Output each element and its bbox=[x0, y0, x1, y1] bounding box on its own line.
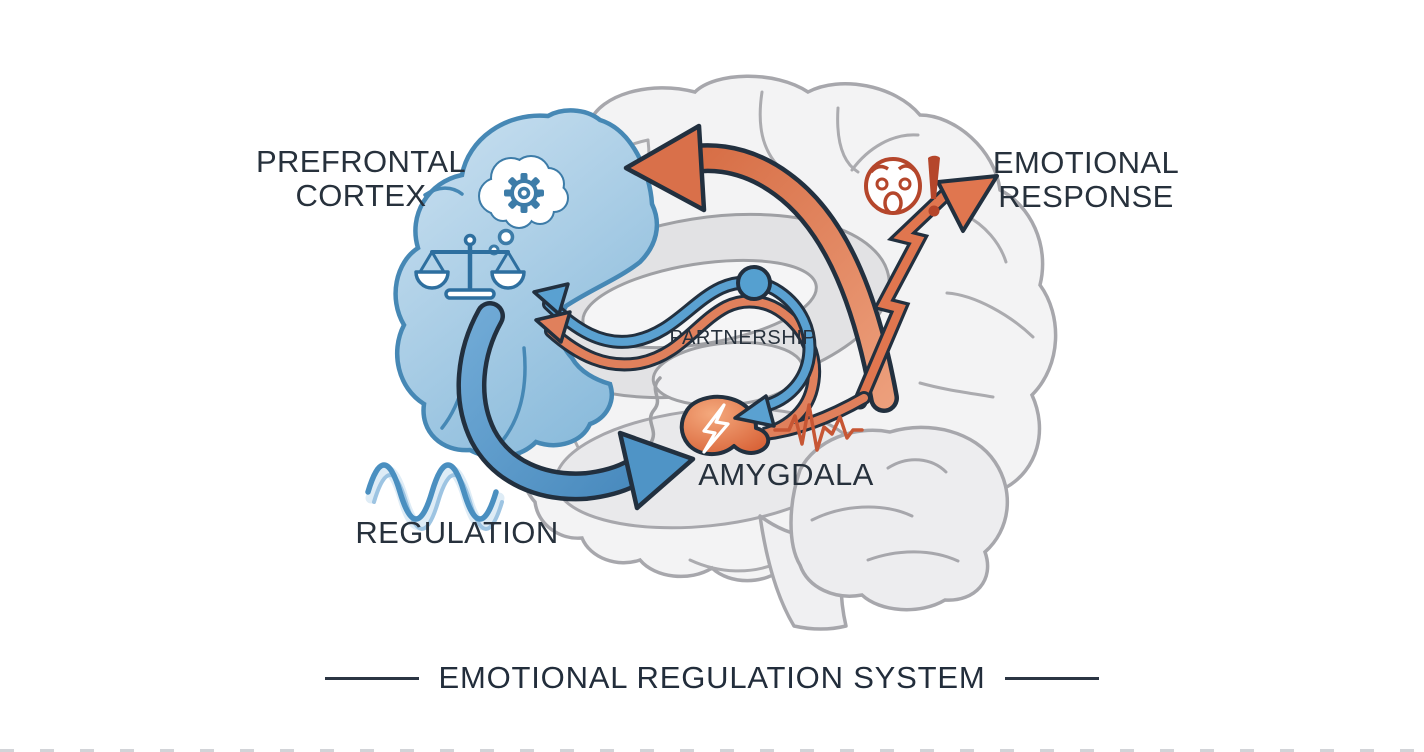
bottom-edge-dots bbox=[0, 749, 1424, 752]
label-partnership: PARTNERSHIP bbox=[669, 327, 817, 349]
label-emotional-line2: RESPONSE bbox=[998, 179, 1174, 214]
partnership-node bbox=[736, 265, 772, 301]
thought-bubble-gear-icon bbox=[478, 155, 569, 256]
zigzag-arrow-body bbox=[855, 191, 949, 407]
hypothalamus-squiggle bbox=[648, 376, 662, 446]
exclamation-icon bbox=[928, 155, 940, 217]
title-rule-right bbox=[1005, 676, 1100, 680]
label-emotional-line1: EMOTIONAL bbox=[992, 145, 1180, 180]
diagram-title-row: EMOTIONAL REGULATION SYSTEM bbox=[0, 660, 1424, 696]
zigzag-arrowhead bbox=[936, 174, 999, 233]
heartbeat-icon bbox=[773, 403, 864, 452]
label-emotional-response: EMOTIONAL RESPONSE bbox=[993, 146, 1179, 214]
lightning-bolt-icon bbox=[702, 403, 730, 454]
label-prefrontal-line1: PREFRONTAL bbox=[255, 144, 467, 179]
pathway-arrowhead-blue-left bbox=[532, 282, 570, 316]
label-prefrontal-line2: CORTEX bbox=[295, 178, 427, 213]
label-regulation: REGULATION bbox=[355, 515, 559, 550]
balance-scale-icon bbox=[414, 233, 526, 300]
response-arrow-body bbox=[657, 147, 895, 409]
gear-icon bbox=[504, 173, 544, 213]
response-arrowhead bbox=[623, 123, 707, 213]
regulation-wave-icon bbox=[365, 462, 505, 531]
pathway-arrowhead-blue-amygdala bbox=[733, 394, 776, 428]
shocked-face-icon bbox=[864, 157, 922, 215]
pathway-arrowhead-orange-left bbox=[534, 310, 572, 344]
regulation-arrow-body bbox=[460, 305, 645, 497]
regulation-arrowhead bbox=[617, 430, 696, 511]
cerebellum-folds bbox=[810, 458, 960, 563]
label-amygdala: AMYGDALA bbox=[698, 457, 874, 492]
label-prefrontal-cortex: PREFRONTAL CORTEX bbox=[256, 145, 466, 213]
cerebellum bbox=[789, 425, 1009, 612]
title-rule-left bbox=[324, 676, 419, 680]
diagram-title: EMOTIONAL REGULATION SYSTEM bbox=[438, 660, 986, 695]
